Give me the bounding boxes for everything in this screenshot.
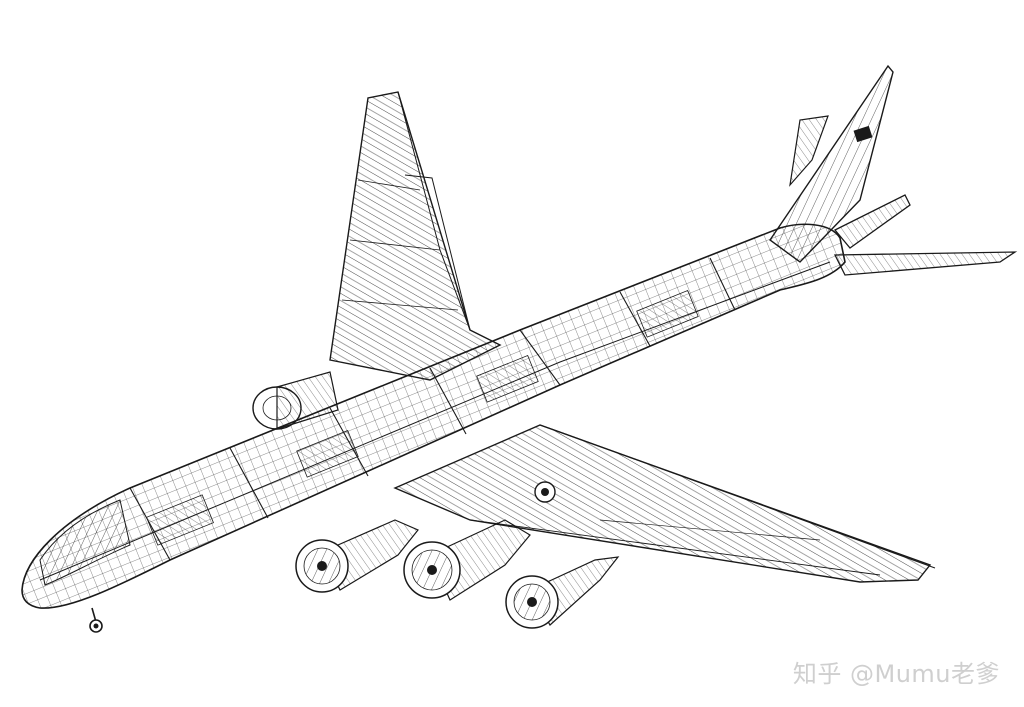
- near-wing: [393, 424, 936, 583]
- far-wing: [329, 91, 502, 381]
- fuselage: [21, 223, 846, 609]
- engine-center: [403, 519, 531, 601]
- vertical-stabilizer: [769, 64, 894, 263]
- horizontal-stabilizer: [833, 194, 1018, 276]
- engine-right: [505, 556, 620, 629]
- watermark-text: 知乎 @Mumu老爹: [792, 660, 1000, 688]
- nose-gear: [89, 607, 103, 633]
- engine-left: [295, 519, 419, 593]
